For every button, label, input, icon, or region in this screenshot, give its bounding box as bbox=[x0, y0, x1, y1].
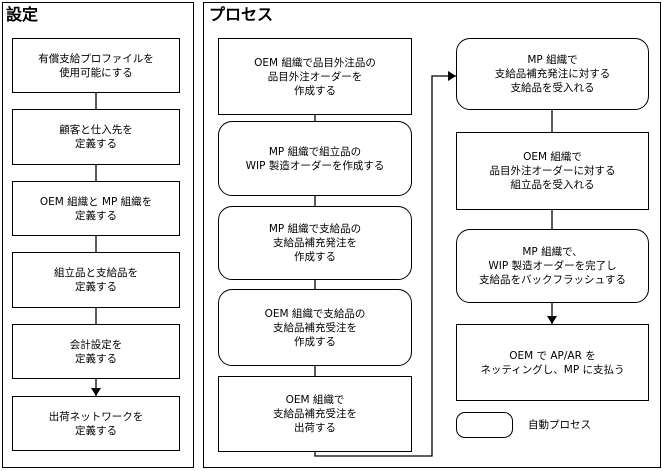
process-step-mp-receive-components: MP 組織で 支給品補充発注に対する 支給品を受入れる bbox=[456, 38, 649, 110]
process-step-oem-ship: OEM 組織で 支給品補充受注を 出荷する bbox=[218, 376, 412, 452]
setup-step-organizations: OEM 組織と MP 組織を 定義する bbox=[12, 181, 180, 236]
setup-step-items: 組立品と支給品を 定義する bbox=[12, 252, 180, 308]
process-step-oem-netting: OEM で AP/AR を ネッティングし、MP に支払う bbox=[456, 324, 649, 401]
setup-step-accounting: 会計設定を 定義する bbox=[12, 324, 180, 379]
process-panel bbox=[203, 2, 661, 468]
setup-title: 設定 bbox=[6, 5, 39, 24]
process-step-mp-complete-wip: MP 組織で、 WIP 製造オーダーを完了し 支給品をバックフラッシュする bbox=[456, 229, 649, 303]
setup-step-customer-supplier: 顧客と仕入先を 定義する bbox=[12, 109, 180, 165]
process-cross-arrow bbox=[314, 71, 456, 457]
legend-auto-process-label: 自動プロセス bbox=[528, 419, 591, 431]
process-step-mp-replenishment-po: MP 組織で支給品の 支給品補充発注を 作成する bbox=[218, 206, 412, 280]
process-title: プロセス bbox=[209, 5, 274, 24]
setup-panel bbox=[2, 2, 194, 468]
process-step-mp-wip-order: MP 組織で組立品の WIP 製造オーダーを作成する bbox=[218, 121, 412, 196]
process-step-oem-outsourcing-order: OEM 組織で品目外注品の 品目外注オーダーを 作成する bbox=[218, 38, 412, 115]
process-step-oem-receive-assembly: OEM 組織で 品目外注オーダーに対する 組立品を受入れる bbox=[456, 132, 649, 210]
legend-auto-process-swatch bbox=[456, 412, 513, 438]
setup-step-shipping-network: 出荷ネットワークを 定義する bbox=[12, 396, 180, 451]
process-step-oem-replenishment-so: OEM 組織で支給品の 支給品補充受注を 作成する bbox=[218, 289, 412, 366]
setup-step-profile: 有償支給プロファイルを 使用可能にする bbox=[12, 38, 180, 93]
